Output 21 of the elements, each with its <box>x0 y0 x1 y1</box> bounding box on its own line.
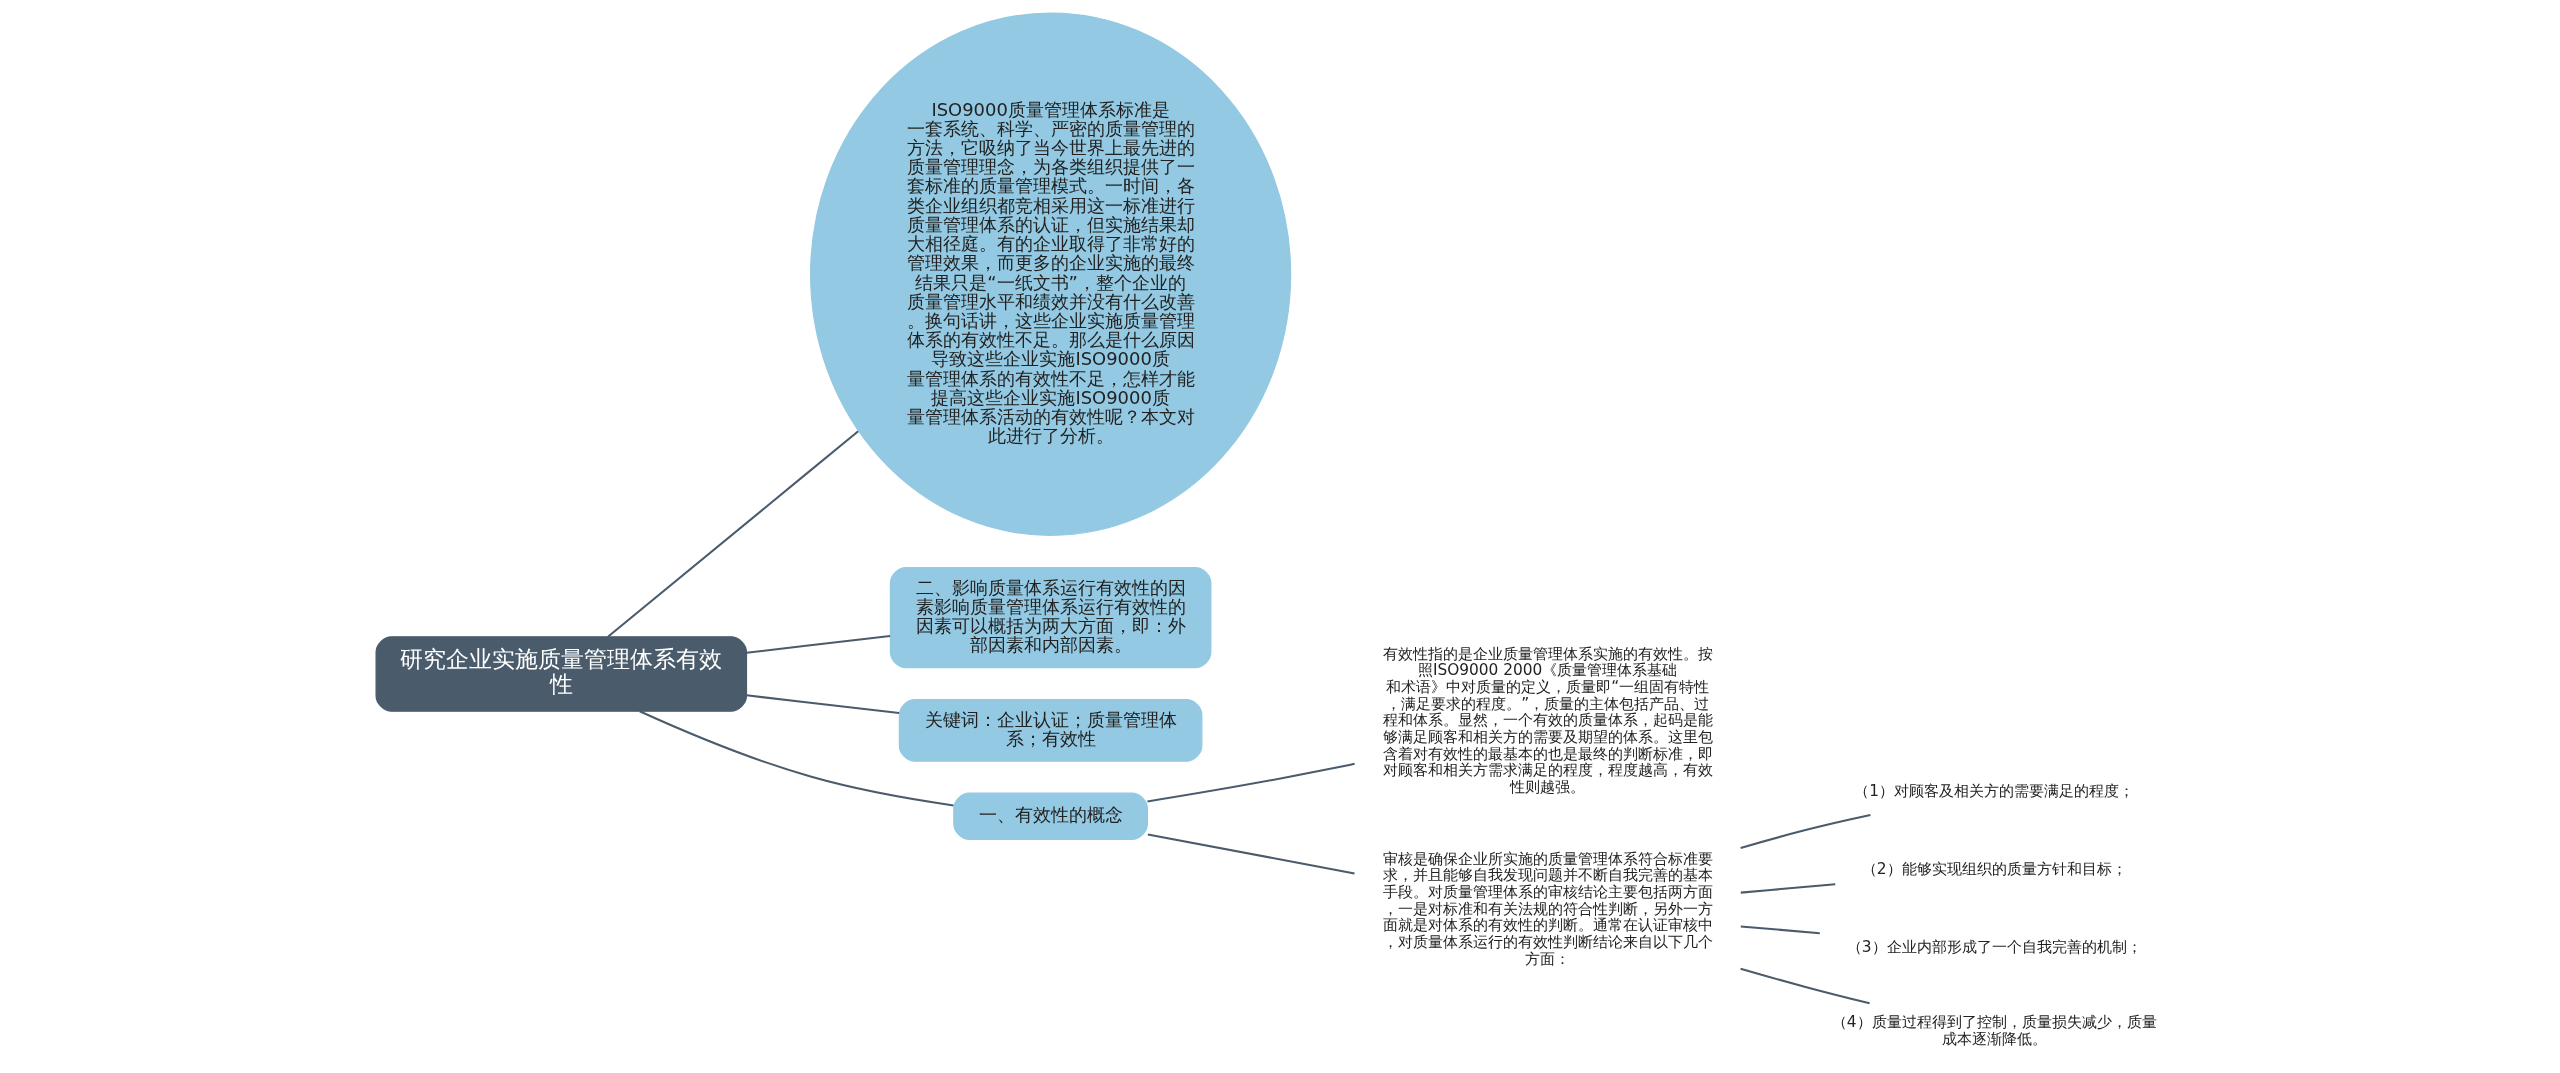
connector <box>1147 833 1355 875</box>
node-circle: ISO9000质量管理体系标准是一套系统、科学、严密的质量管理的方法，它吸纳了当今世界上最先进的质量管理理念，为各类组织提供了一套标准的质量管理模式。一时间，各类企业组织都竞相采用这一标准进行质量管理体系的认证，但实施结果却大相径庭。有的企业取得了非常好的管理效果，而更多的企业实施的最终结果只是“一纸文书”，整个企业的质量管理水平和绩效并没有什么改善。换句话讲，这些企业实施质量管理体系的有效性不足。那么是什么原因导致这些企业实施ISO9000质量管理体系的有效性不足，怎样才能提高这些企业实施ISO9000质量管理体系活动的有效性呢？本文对此进行了分析。 <box>810 12 1292 536</box>
node-text: （4）质量过程得到了控制，质量损失减少，质量成本逐渐降低。 <box>1831 1013 2157 1048</box>
connector <box>1740 967 1870 1005</box>
node-text: 有效性指的是企业质量管理体系实施的有效性。按照ISO9000 2000《质量管理体系基础和术语》中对质量的定义，质量即“一组固有特性，满足要求的程度。”，质量的主体包括产品、过程和体系。显然，一个有效的质量体系，起码是能够满足顾客和相关方的需要及期望的体系。这里包含着对有效性的最基本的也是最终的判断标准，即对顾客和相关方需求满足的程度，程度越高，有效性则越强。 <box>1382 644 1713 797</box>
node-text: （3）企业内部形成了一个自我完善的机制； <box>1846 938 2142 957</box>
node-text: （2）能够实现组织的质量方针和目标； <box>1861 860 2127 879</box>
connector <box>746 635 891 654</box>
connector <box>607 430 859 638</box>
node-box: 研究企业实施质量管理体系有效性 <box>375 636 748 712</box>
node-box: 二、影响质量体系运行有效性的因素影响质量管理体系运行有效性的因素可以概括为两大方面，即：外部因素和内部因素。 <box>889 567 1212 669</box>
connector <box>1740 925 1820 935</box>
node-text: 审核是确保企业所实施的质量管理体系符合标准要求，并且能够自我发现问题并不断自我完善的基本手段。对质量管理体系的审核结论主要包括两方面，一是对标准和有关法规的符合性判断，另外一方面就是对体系的有效性的判断。通常在认证审核中，对质量体系运行的有效性判断结论来自以下几个方面： <box>1382 849 1713 968</box>
connector <box>1740 814 1871 849</box>
connector <box>746 694 900 715</box>
node-box: 一、有效性的概念 <box>953 792 1148 840</box>
connector <box>1740 883 1836 894</box>
connector <box>639 710 954 807</box>
node-box: 关键词：企业认证；质量管理体系；有效性 <box>898 699 1203 762</box>
node-text: （1）对顾客及相关方的需要满足的程度； <box>1854 781 2135 800</box>
connector <box>1147 762 1355 803</box>
